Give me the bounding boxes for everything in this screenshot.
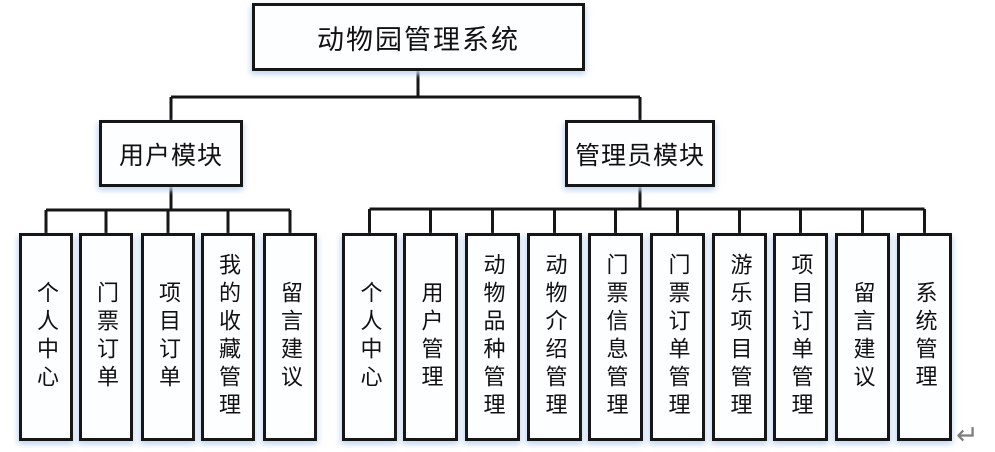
leaf-user-message-suggestions: 留言建议 [263, 233, 317, 441]
leaf-label: 动物品种管理 [480, 253, 506, 421]
leaf-user-personal-center: 个人中心 [19, 233, 73, 441]
root-node-label: 动物园管理系统 [317, 24, 520, 55]
leaf-admin-animal-intro-management: 动物介绍管理 [527, 233, 582, 441]
root-node: 动物园管理系统 [252, 3, 585, 71]
leaf-admin-ticket-info-management: 门票信息管理 [588, 233, 643, 441]
leaf-admin-personal-center: 个人中心 [342, 233, 397, 441]
node-user-module: 用户模块 [99, 120, 243, 187]
leaf-label: 个人中心 [34, 281, 59, 393]
leaf-label: 项目订单管理 [788, 253, 814, 421]
leaf-label: 个人中心 [357, 281, 383, 393]
leaf-label: 门票订单管理 [665, 253, 691, 421]
leaf-user-ticket-orders: 门票订单 [79, 233, 133, 441]
leaf-user-project-orders: 项目订单 [141, 233, 195, 441]
connector-root-to-modules [169, 71, 642, 120]
line-break-mark: ↵ [956, 420, 979, 451]
node-admin-module-label: 管理员模块 [574, 142, 705, 170]
leaf-admin-project-order-management: 项目订单管理 [773, 233, 828, 441]
leaf-label: 留言建议 [850, 281, 876, 393]
node-user-module-label: 用户模块 [118, 142, 223, 170]
leaf-label: 动物介绍管理 [542, 253, 568, 421]
node-admin-module: 管理员模块 [565, 120, 715, 187]
leaf-label: 用户管理 [418, 281, 444, 393]
leaf-admin-system-management: 系统管理 [897, 233, 952, 441]
leaf-label: 游乐项目管理 [727, 253, 753, 421]
leaf-label: 项目订单 [156, 281, 181, 393]
leaf-user-favorites-management: 我的收藏管理 [201, 233, 255, 441]
leaf-admin-user-management: 用户管理 [403, 233, 458, 441]
leaf-admin-amusement-project-management: 游乐项目管理 [712, 233, 767, 441]
leaf-label: 系统管理 [912, 281, 938, 393]
leaf-label: 门票订单 [94, 281, 119, 393]
leaf-label: 留言建议 [278, 281, 303, 393]
leaf-admin-message-suggestions: 留言建议 [835, 233, 890, 441]
leaf-label: 门票信息管理 [603, 253, 629, 421]
connector-user-module-to-leaves [44, 187, 292, 233]
leaf-admin-ticket-order-management: 门票订单管理 [650, 233, 705, 441]
leaf-label: 我的收藏管理 [216, 253, 241, 421]
connector-admin-module-to-leaves [368, 187, 926, 233]
leaf-admin-animal-species-management: 动物品种管理 [465, 233, 520, 441]
